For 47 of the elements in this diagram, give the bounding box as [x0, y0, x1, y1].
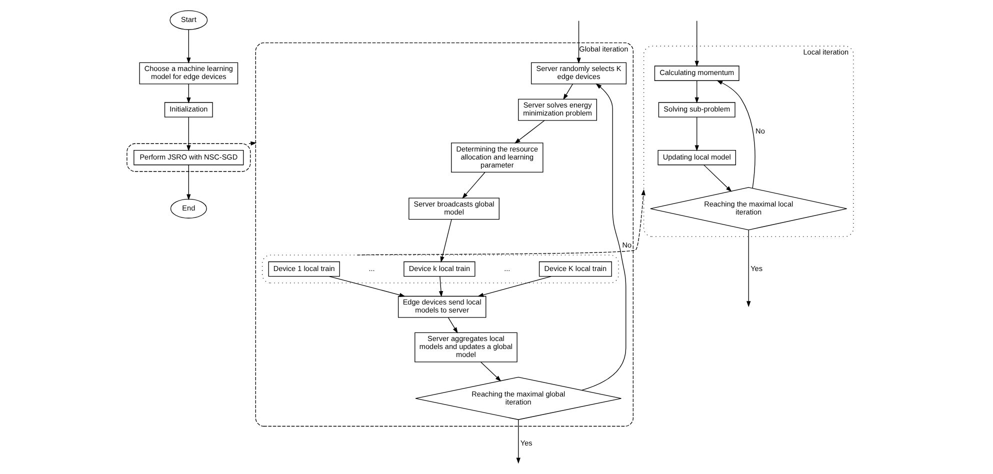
- arrow: [516, 419, 520, 464]
- node-box: Updating local model: [658, 150, 736, 166]
- arrow: [356, 189, 646, 256]
- arrow: [582, 83, 626, 390]
- arrow: [186, 29, 191, 64]
- arrow: [576, 20, 581, 64]
- arrow: [248, 141, 257, 146]
- node-box: Server randomly selects K edge devices: [531, 62, 627, 84]
- node-ellipse: Start: [170, 10, 208, 30]
- arrow: [478, 276, 552, 297]
- arrow: [440, 219, 452, 263]
- arrow: [186, 116, 191, 152]
- arrow: [448, 317, 458, 334]
- arrow: [438, 276, 444, 298]
- node-box: Device K local train: [538, 261, 612, 277]
- label: ...: [504, 264, 510, 273]
- label: ...: [368, 264, 375, 273]
- arrow: [186, 164, 191, 200]
- arrow: [462, 172, 486, 199]
- node-box: Calculating momentum: [654, 66, 740, 81]
- node-box: Device 1 local train: [268, 261, 340, 277]
- edge-label: No: [622, 240, 632, 250]
- arrow: [694, 80, 699, 104]
- node-box: Server aggregates local models and updates a global model: [414, 332, 518, 362]
- arrow: [694, 116, 699, 152]
- node-ellipse: End: [170, 198, 207, 218]
- arrow: [186, 84, 191, 104]
- node-box: Edge devices send local models to server: [398, 296, 486, 318]
- arrow: [514, 120, 545, 144]
- node-box: Choose a machine learning model for edge devices: [139, 62, 238, 84]
- node-box: Solving sub-problem: [658, 102, 736, 118]
- arrow: [704, 164, 732, 192]
- node-box: Determining the resource allocation and learning parameter: [451, 142, 544, 172]
- arrow: [716, 80, 756, 189]
- edge-label: Yes: [520, 438, 532, 448]
- edge-label: Yes: [750, 264, 763, 273]
- arrow: [694, 20, 699, 67]
- arrow: [480, 362, 502, 382]
- arrow: [329, 276, 406, 297]
- node-box: Server solves energy minimization problem: [518, 98, 598, 121]
- arrow: [746, 230, 751, 308]
- arrow: [563, 84, 574, 100]
- node-box: Perform JSRO with NSC-SGD: [134, 150, 244, 166]
- node-box: Device k local train: [404, 261, 476, 277]
- node-box: Initialization: [164, 102, 213, 118]
- node-box: Server broadcasts global model: [408, 198, 500, 220]
- edge-label: No: [756, 126, 765, 136]
